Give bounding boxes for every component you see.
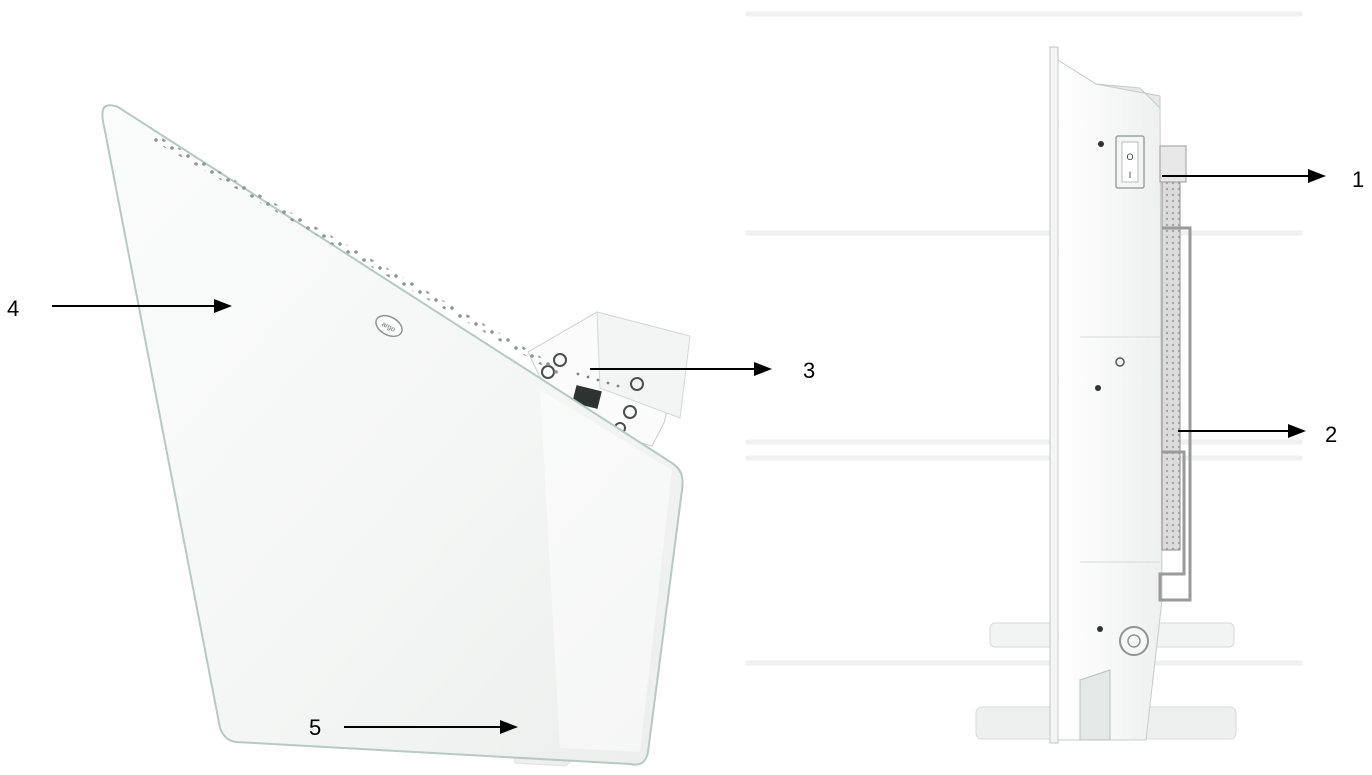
arrow-1 <box>1162 169 1326 183</box>
callout-5-label: 5 <box>309 717 321 739</box>
heating-element <box>1162 150 1180 550</box>
side-view: O I <box>746 14 1302 743</box>
switch-off-mark: O <box>1126 152 1133 162</box>
screw-icon <box>1097 626 1103 632</box>
callout-3-label: 3 <box>803 360 815 382</box>
callout-2-label: 2 <box>1325 424 1337 446</box>
knob-icon <box>1120 627 1148 655</box>
callout-4-label: 4 <box>7 298 19 320</box>
screw-icon <box>1098 141 1104 147</box>
callout-1-label: 1 <box>1352 169 1364 191</box>
glass-edge <box>1050 47 1058 743</box>
background-lines <box>746 14 1302 663</box>
arrow-2 <box>1178 424 1306 438</box>
screw-icon <box>1095 385 1101 391</box>
leg-bracket <box>1080 670 1110 740</box>
perspective-view: argo <box>102 105 690 766</box>
switch-on-mark: I <box>1129 170 1132 180</box>
